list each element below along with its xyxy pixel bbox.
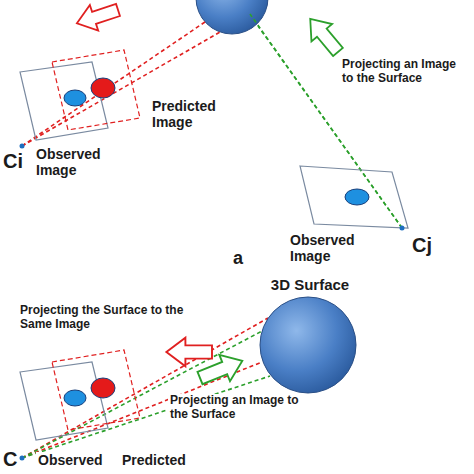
observed-blob [64,390,86,406]
ray-line [22,318,268,458]
image-label: Observed Image [34,146,116,178]
projection-arrow [300,10,348,60]
predicted-blob [91,378,115,398]
projection-note: Projecting the Surface to the Same Image [18,304,204,332]
surface-sphere [196,0,268,34]
camera-label: Ci [1,150,25,173]
image-plane [300,166,408,228]
predicted-plane [52,350,140,430]
camera-center [400,226,405,231]
predicted-plane [52,50,140,130]
sphere-outline [255,276,365,398]
panel-letter: a [231,248,245,269]
camera-label: C [1,448,19,471]
camera-center [20,456,25,461]
image-plane [20,62,108,140]
projection-arrow [166,338,212,367]
projection-note: Projecting an Image to the Surface [340,58,472,86]
camera-center [20,144,25,149]
image-label: Predicted [120,452,188,468]
predicted-blob [91,78,115,98]
surface-sphere [260,297,356,393]
surface-title: 3D Surface [255,276,365,293]
image-label: Predicted Image [150,98,234,130]
image-label: Observed Image [288,232,370,264]
image-label: Observed [36,452,105,468]
projection-note: Projecting an Image to the Surface [168,394,312,422]
projection-arrow [195,348,248,392]
camera-label: Cj [410,234,434,257]
surface-sphere: 3D Surface [255,276,365,398]
observed-blob [64,90,86,106]
observed-blob [345,189,369,205]
projection-arrow [73,0,122,36]
image-plane [20,362,108,440]
